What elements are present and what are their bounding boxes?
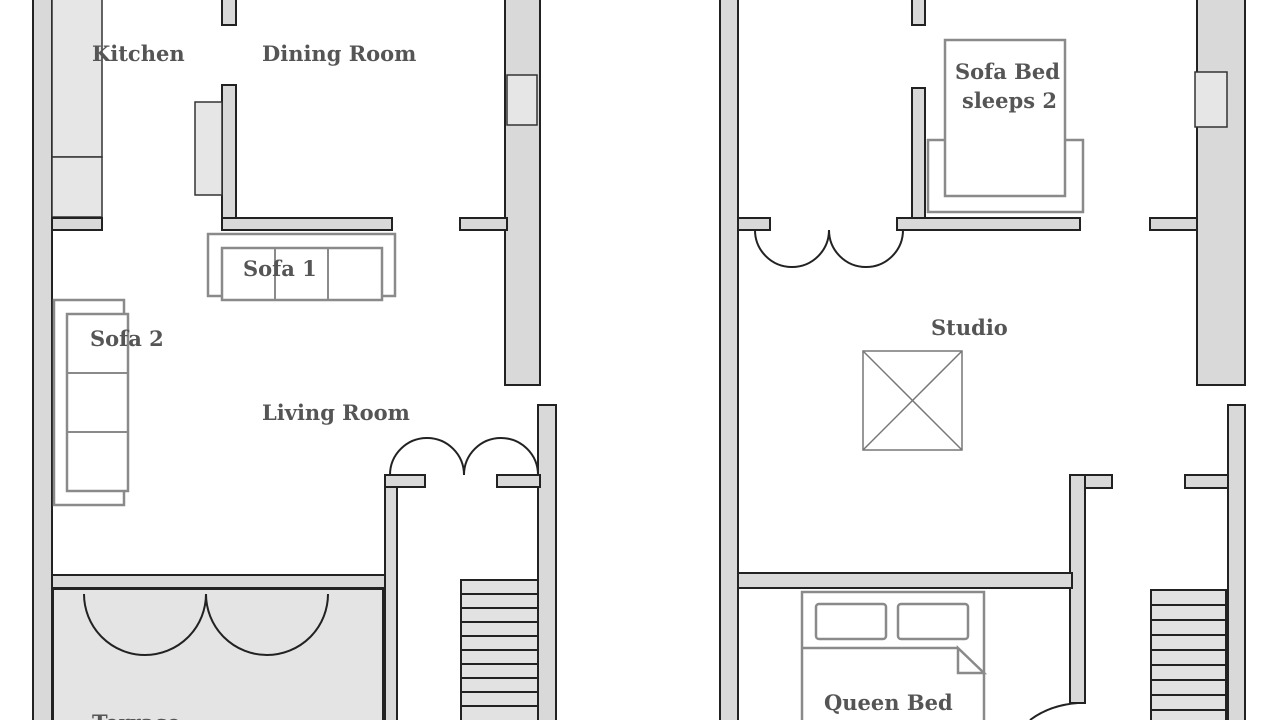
outer-wall-left-upper	[719, 0, 739, 720]
chimney-breast-upper	[1194, 71, 1228, 128]
terrace-double-door[interactable]	[83, 593, 329, 656]
chimney-breast	[506, 74, 538, 126]
stair-hall-wall	[384, 474, 398, 720]
sofa-bed	[926, 38, 1085, 214]
bedroom-wall-vertical	[911, 87, 926, 231]
sofa-1-label: Sofa 1	[243, 256, 317, 281]
ground-staircase	[460, 579, 539, 720]
stair-hall-wall-top-left	[384, 474, 426, 488]
studio-wall-stub	[1149, 217, 1198, 231]
dining-wall-top	[221, 0, 237, 26]
kitchen-appliance	[51, 156, 103, 218]
terrace-area	[52, 588, 384, 720]
outer-wall-left	[32, 0, 53, 720]
living-wall-stub	[459, 217, 508, 231]
stair-hall-wall-top-right	[496, 474, 541, 488]
queen-bed	[800, 590, 988, 720]
bedroom-wall-bottom	[737, 572, 1073, 589]
sofa-2-label: Sofa 2	[90, 326, 164, 351]
skylight-icon	[862, 350, 963, 451]
sofa-2	[52, 298, 130, 507]
dining-cabinet	[194, 101, 223, 196]
ground-floor-plan: Kitchen Dining Room Sofa 1 Sofa 2 Living…	[32, 0, 557, 720]
bedroom-door[interactable]	[1029, 702, 1079, 720]
outer-wall-right	[504, 0, 541, 386]
bedroom-wall-left-stub	[737, 217, 771, 231]
living-room-label: Living Room	[262, 400, 410, 425]
outer-wall-right-lower	[537, 404, 557, 720]
outer-wall-right-lower-upper	[1227, 404, 1246, 720]
terrace-label: Terrace	[92, 710, 180, 720]
stair-wall-top-right	[1184, 474, 1229, 489]
bedroom-wall-top	[911, 0, 926, 26]
terrace-wall	[51, 574, 386, 589]
living-double-door[interactable]	[389, 437, 539, 476]
sofa-bed-label-line2: sleeps 2	[962, 88, 1057, 113]
dining-room-label: Dining Room	[262, 41, 416, 66]
studio-double-door[interactable]	[754, 229, 904, 268]
outer-wall-right-upper	[1196, 0, 1246, 386]
studio-label: Studio	[931, 315, 1008, 340]
kitchen-label: Kitchen	[92, 41, 185, 66]
dining-wall-vertical	[221, 84, 237, 231]
stair-outline	[1150, 589, 1227, 720]
upper-staircase	[1150, 589, 1227, 720]
kitchen-counter	[51, 0, 103, 158]
queen-bed-label: Queen Bed	[824, 690, 953, 715]
dining-wall-horizontal	[221, 217, 393, 231]
sofa-1	[206, 232, 397, 302]
bedroom-wall-horizontal	[896, 217, 1081, 231]
upper-floor-plan: Sofa Bed sleeps 2 Studio Queen Bed	[719, 0, 1246, 720]
kitchen-wall	[51, 217, 103, 231]
sofa-bed-label-line1: Sofa Bed	[955, 59, 1060, 84]
